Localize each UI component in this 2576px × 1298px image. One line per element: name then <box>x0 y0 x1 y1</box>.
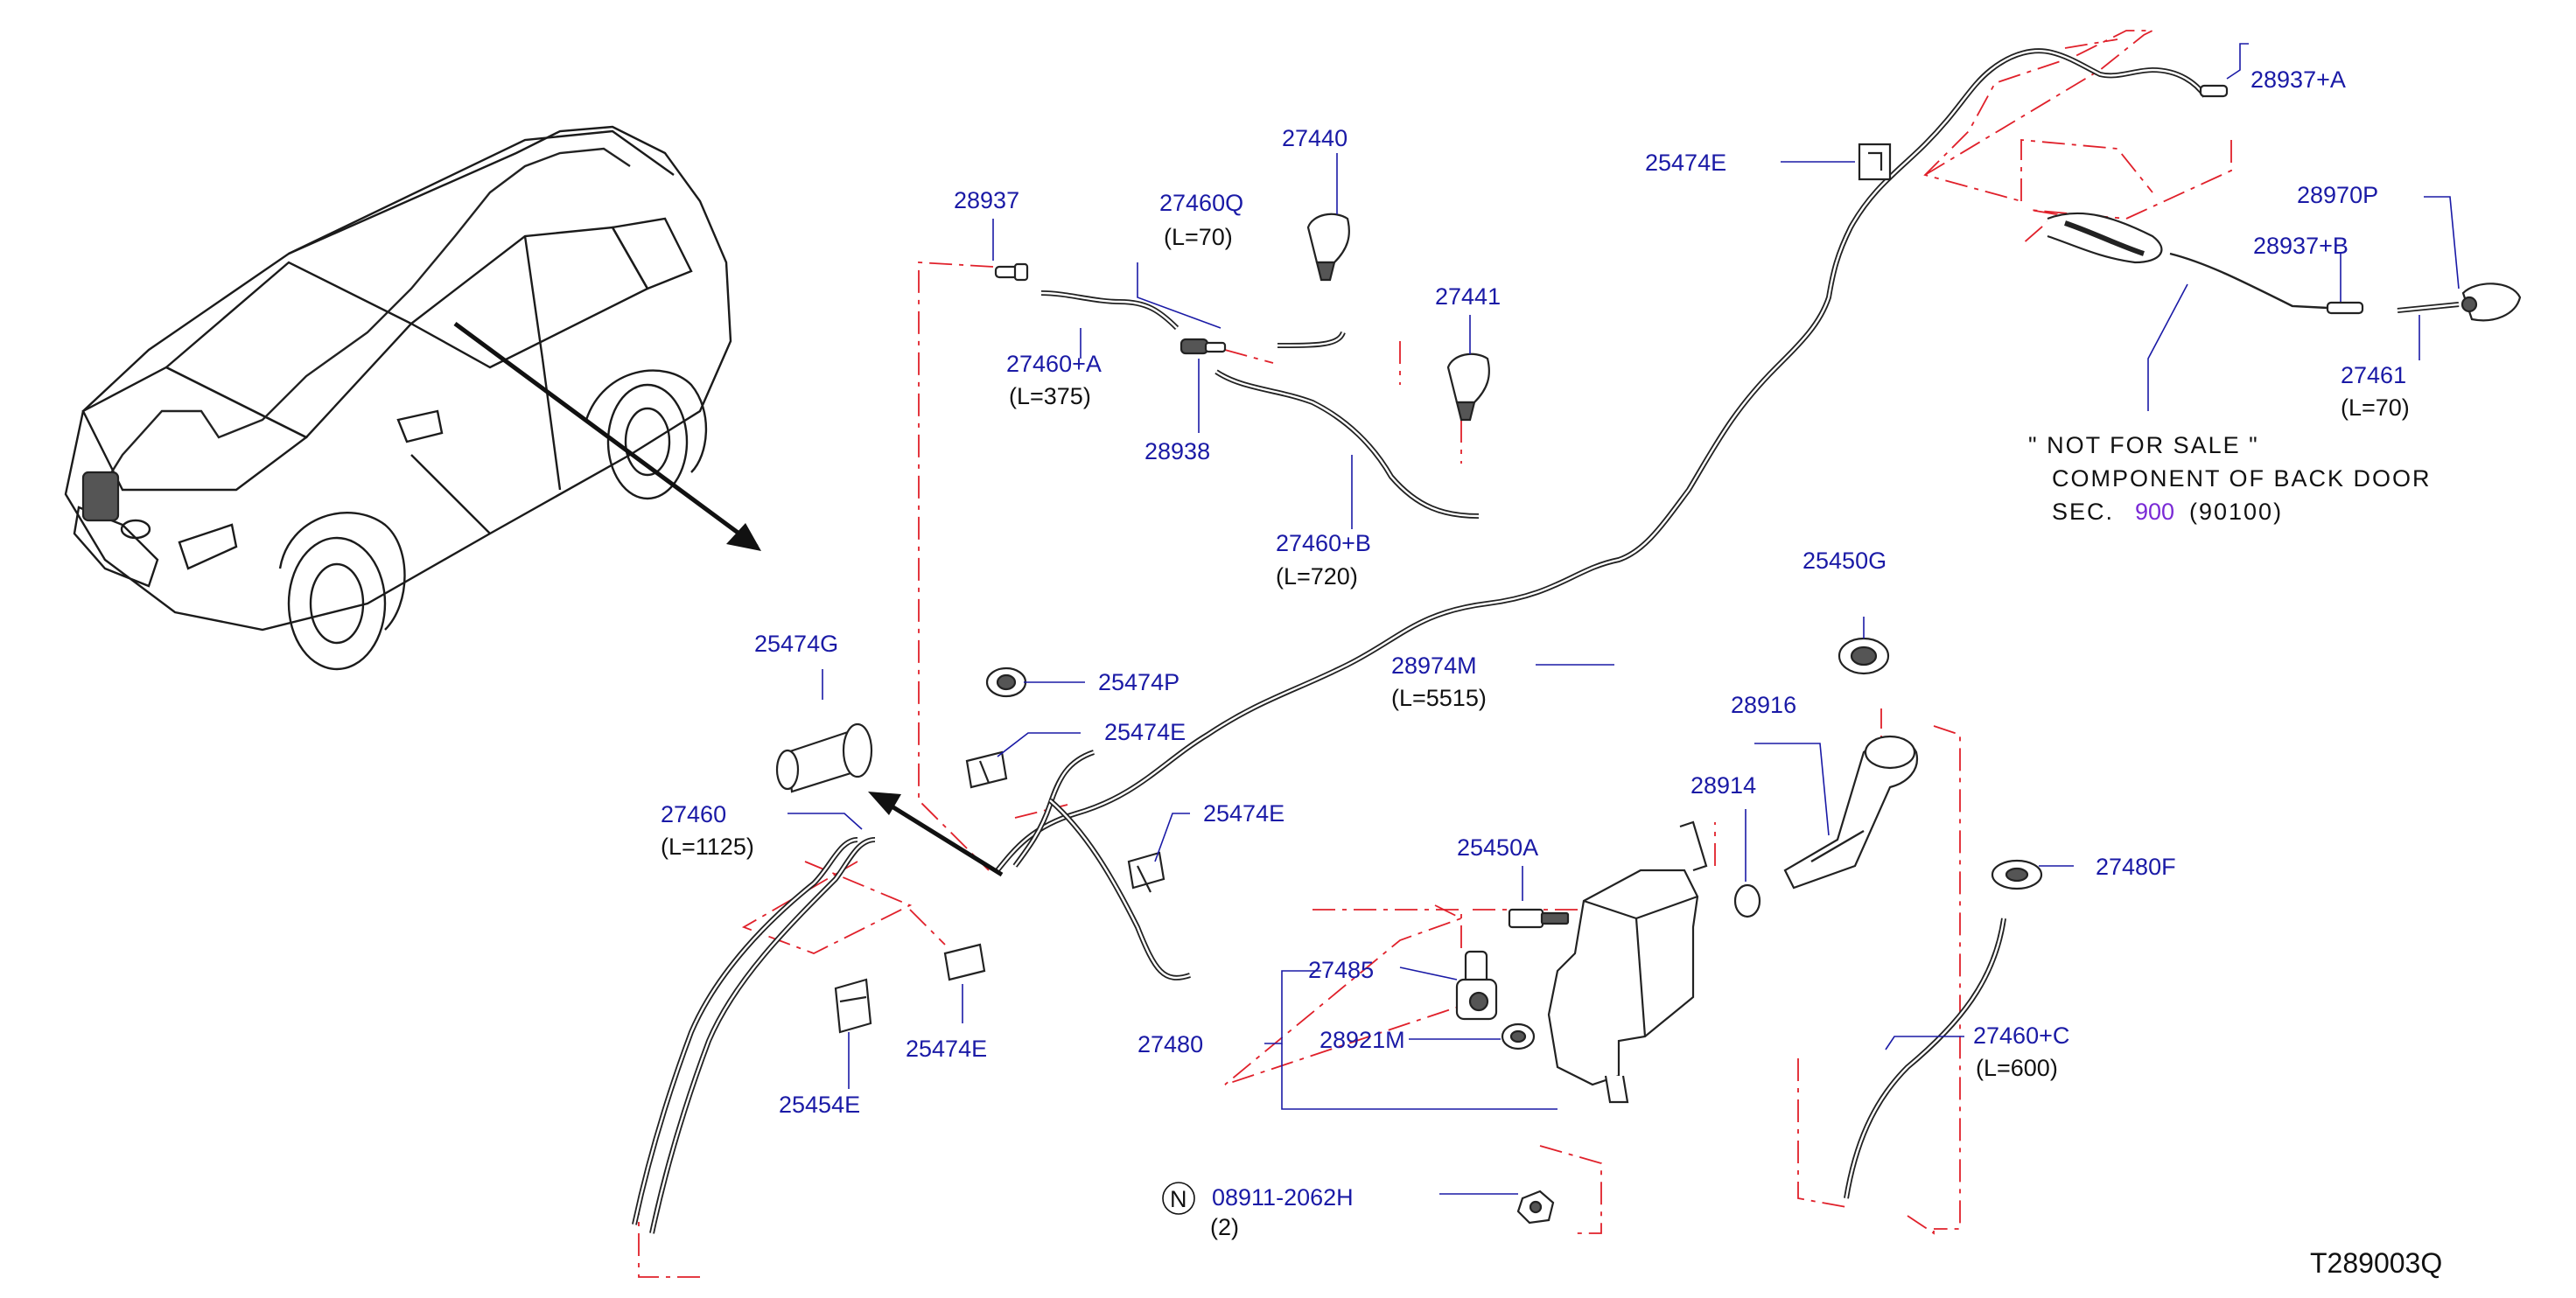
label-27480f[interactable]: 27480F <box>2096 854 2176 880</box>
label-27480[interactable]: 27480 <box>1138 1031 1203 1057</box>
label-27460q[interactable]: 27460Q <box>1159 190 1243 216</box>
t-joint-28938-icon <box>1180 338 1227 355</box>
clip-25474e-low-icon <box>943 943 986 981</box>
label-27460[interactable]: 27460 <box>661 801 726 827</box>
nozzle-28970p-icon <box>2460 283 2522 322</box>
label-28974m-length: (L=5515) <box>1391 685 1487 711</box>
clip-25474e-top-icon <box>1858 143 1892 181</box>
label-28974m[interactable]: 28974M <box>1391 652 1477 679</box>
label-27460c[interactable]: 27460+C <box>1973 1022 2069 1049</box>
cap-27480f-icon <box>1991 859 2043 890</box>
label-27440[interactable]: 27440 <box>1282 125 1348 151</box>
label-25474p[interactable]: 25474P <box>1098 669 1180 695</box>
nut-symbol-circle <box>1162 1182 1195 1215</box>
label-25454e[interactable]: 25454E <box>779 1092 860 1118</box>
connector-28937-icon <box>994 262 1029 282</box>
vehicle-illustration <box>64 125 761 671</box>
part-shapes <box>775 84 2522 1225</box>
label-27460q-length: (L=70) <box>1164 224 1233 250</box>
bolt-25450a-icon <box>1508 908 1570 929</box>
diagram-code: T289003Q <box>2310 1247 2442 1279</box>
label-28970p[interactable]: 28970P <box>2297 182 2378 208</box>
note-sec-suffix: (90100) <box>2189 499 2283 525</box>
label-27485[interactable]: 27485 <box>1308 957 1374 983</box>
connector-28937b-icon <box>2326 301 2364 315</box>
label-25474g[interactable]: 25474G <box>754 631 838 657</box>
label-28921m[interactable]: 28921M <box>1320 1027 1405 1053</box>
label-25474e-top[interactable]: 25474E <box>1645 150 1726 176</box>
note-not-for-sale: " NOT FOR SALE " <box>2028 432 2259 458</box>
label-25474e-right[interactable]: 25474E <box>1203 800 1284 827</box>
nut-08911-icon <box>1516 1190 1555 1225</box>
grommet-28921m-icon <box>1501 1022 1536 1050</box>
direction-arrow-icon <box>868 792 1004 877</box>
nozzle-27441-icon <box>1446 352 1490 422</box>
label-25474e-mid[interactable]: 25474E <box>1104 719 1186 745</box>
note-component-back-door: COMPONENT OF BACK DOOR <box>2052 465 2432 492</box>
label-25450a[interactable]: 25450A <box>1457 834 1538 861</box>
label-27460c-length: (L=600) <box>1976 1055 2058 1081</box>
clip-25474e-mid-icon <box>965 750 1008 789</box>
label-27460a-length: (L=375) <box>1009 383 1091 409</box>
label-27460-length: (L=1125) <box>661 834 754 860</box>
label-08911-2062h[interactable]: 08911-2062H <box>1212 1184 1354 1211</box>
label-28937[interactable]: 28937 <box>954 187 1019 213</box>
leader-lines <box>788 43 2460 1195</box>
filler-neck-28916-icon <box>1783 735 1919 890</box>
note-sec-link[interactable]: 900 <box>2135 499 2174 525</box>
label-27461[interactable]: 27461 <box>2341 362 2406 388</box>
o-ring-28914-icon <box>1733 883 1761 918</box>
label-27461-length: (L=70) <box>2341 394 2410 421</box>
label-28937a[interactable]: 28937+A <box>2250 66 2346 93</box>
label-27460a[interactable]: 27460+A <box>1006 351 1102 377</box>
washer-reservoir-27480-icon <box>1547 820 1708 1104</box>
label-27441[interactable]: 27441 <box>1435 283 1501 310</box>
cap-25450g-icon <box>1838 637 1890 675</box>
washer-pump-27485-icon <box>1455 950 1498 1021</box>
back-door-hose-icon <box>2047 212 2163 264</box>
hoses <box>632 48 2460 1234</box>
note-sec-prefix: SEC. <box>2052 499 2114 525</box>
label-25474e-low[interactable]: 25474E <box>906 1036 987 1062</box>
label-28914[interactable]: 28914 <box>1690 772 1756 799</box>
grommet-25474p-icon <box>985 666 1027 698</box>
grommet-25474g-icon <box>775 722 873 793</box>
clip-25474e-right-icon <box>1127 851 1166 893</box>
connector-28937a-icon <box>2199 84 2229 98</box>
label-28937b[interactable]: 28937+B <box>2253 233 2348 259</box>
label-28916[interactable]: 28916 <box>1731 692 1796 718</box>
label-27460b[interactable]: 27460+B <box>1276 530 1371 556</box>
label-28938[interactable]: 28938 <box>1144 438 1210 464</box>
label-08911-qty: (2) <box>1210 1214 1239 1240</box>
part-labels: 28937 27460Q (L=70) 27440 27441 27460+A … <box>661 66 2442 1279</box>
label-27460b-length: (L=720) <box>1276 563 1358 590</box>
clip-25454e-icon <box>834 978 872 1034</box>
nozzle-27440-icon <box>1306 213 1350 282</box>
label-25450g[interactable]: 25450G <box>1802 548 1886 574</box>
nut-symbol: N <box>1170 1186 1187 1212</box>
